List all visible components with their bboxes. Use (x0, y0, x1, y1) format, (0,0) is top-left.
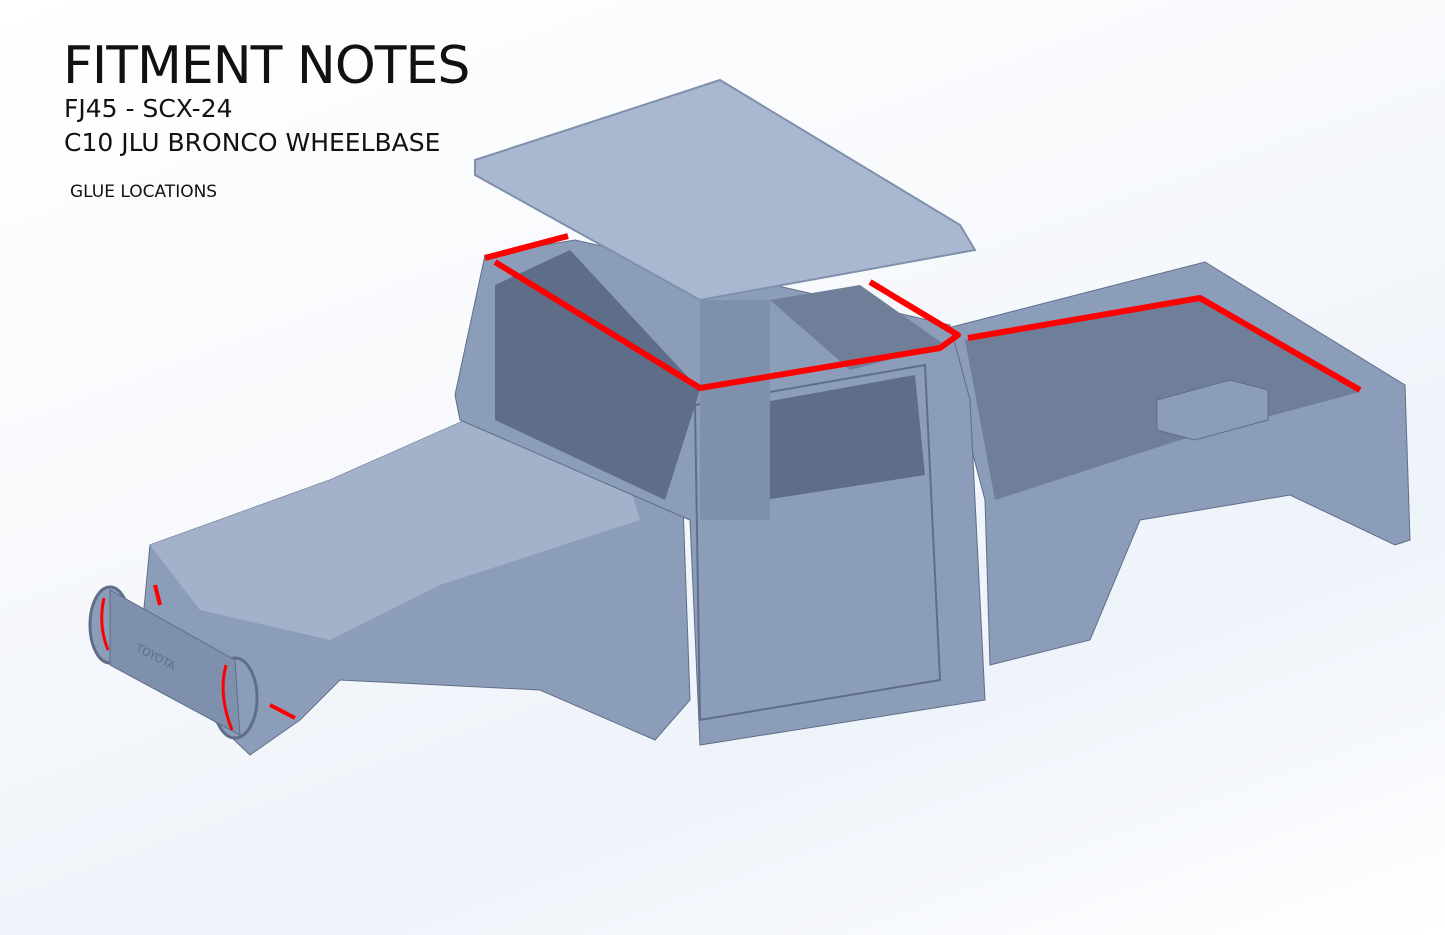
roof (474, 78, 977, 302)
glue-grille-bottom (269, 703, 296, 720)
rear-window (770, 285, 945, 370)
page-title: FITMENT NOTES (63, 36, 470, 96)
model-label: FJ45 - SCX-24 (64, 94, 233, 123)
glue-grille-right (221, 664, 234, 731)
glue-lines (100, 233, 1362, 731)
wheelbase-label: C10 JLU BRONCO WHEELBASE (64, 128, 441, 157)
glue-bed-rail (967, 295, 1362, 393)
glue-locations-label: GLUE LOCATIONS (70, 182, 218, 202)
glue-windshield (484, 233, 569, 261)
glue-grille-top (153, 584, 162, 606)
glue-grille-left (100, 597, 110, 651)
hood-top (150, 418, 640, 640)
grille-guard: TOYOTA (88, 585, 259, 740)
bed-box (1156, 379, 1269, 441)
cab-interior (495, 250, 700, 500)
glue-cab-top (493, 259, 961, 391)
pillar (700, 300, 770, 520)
